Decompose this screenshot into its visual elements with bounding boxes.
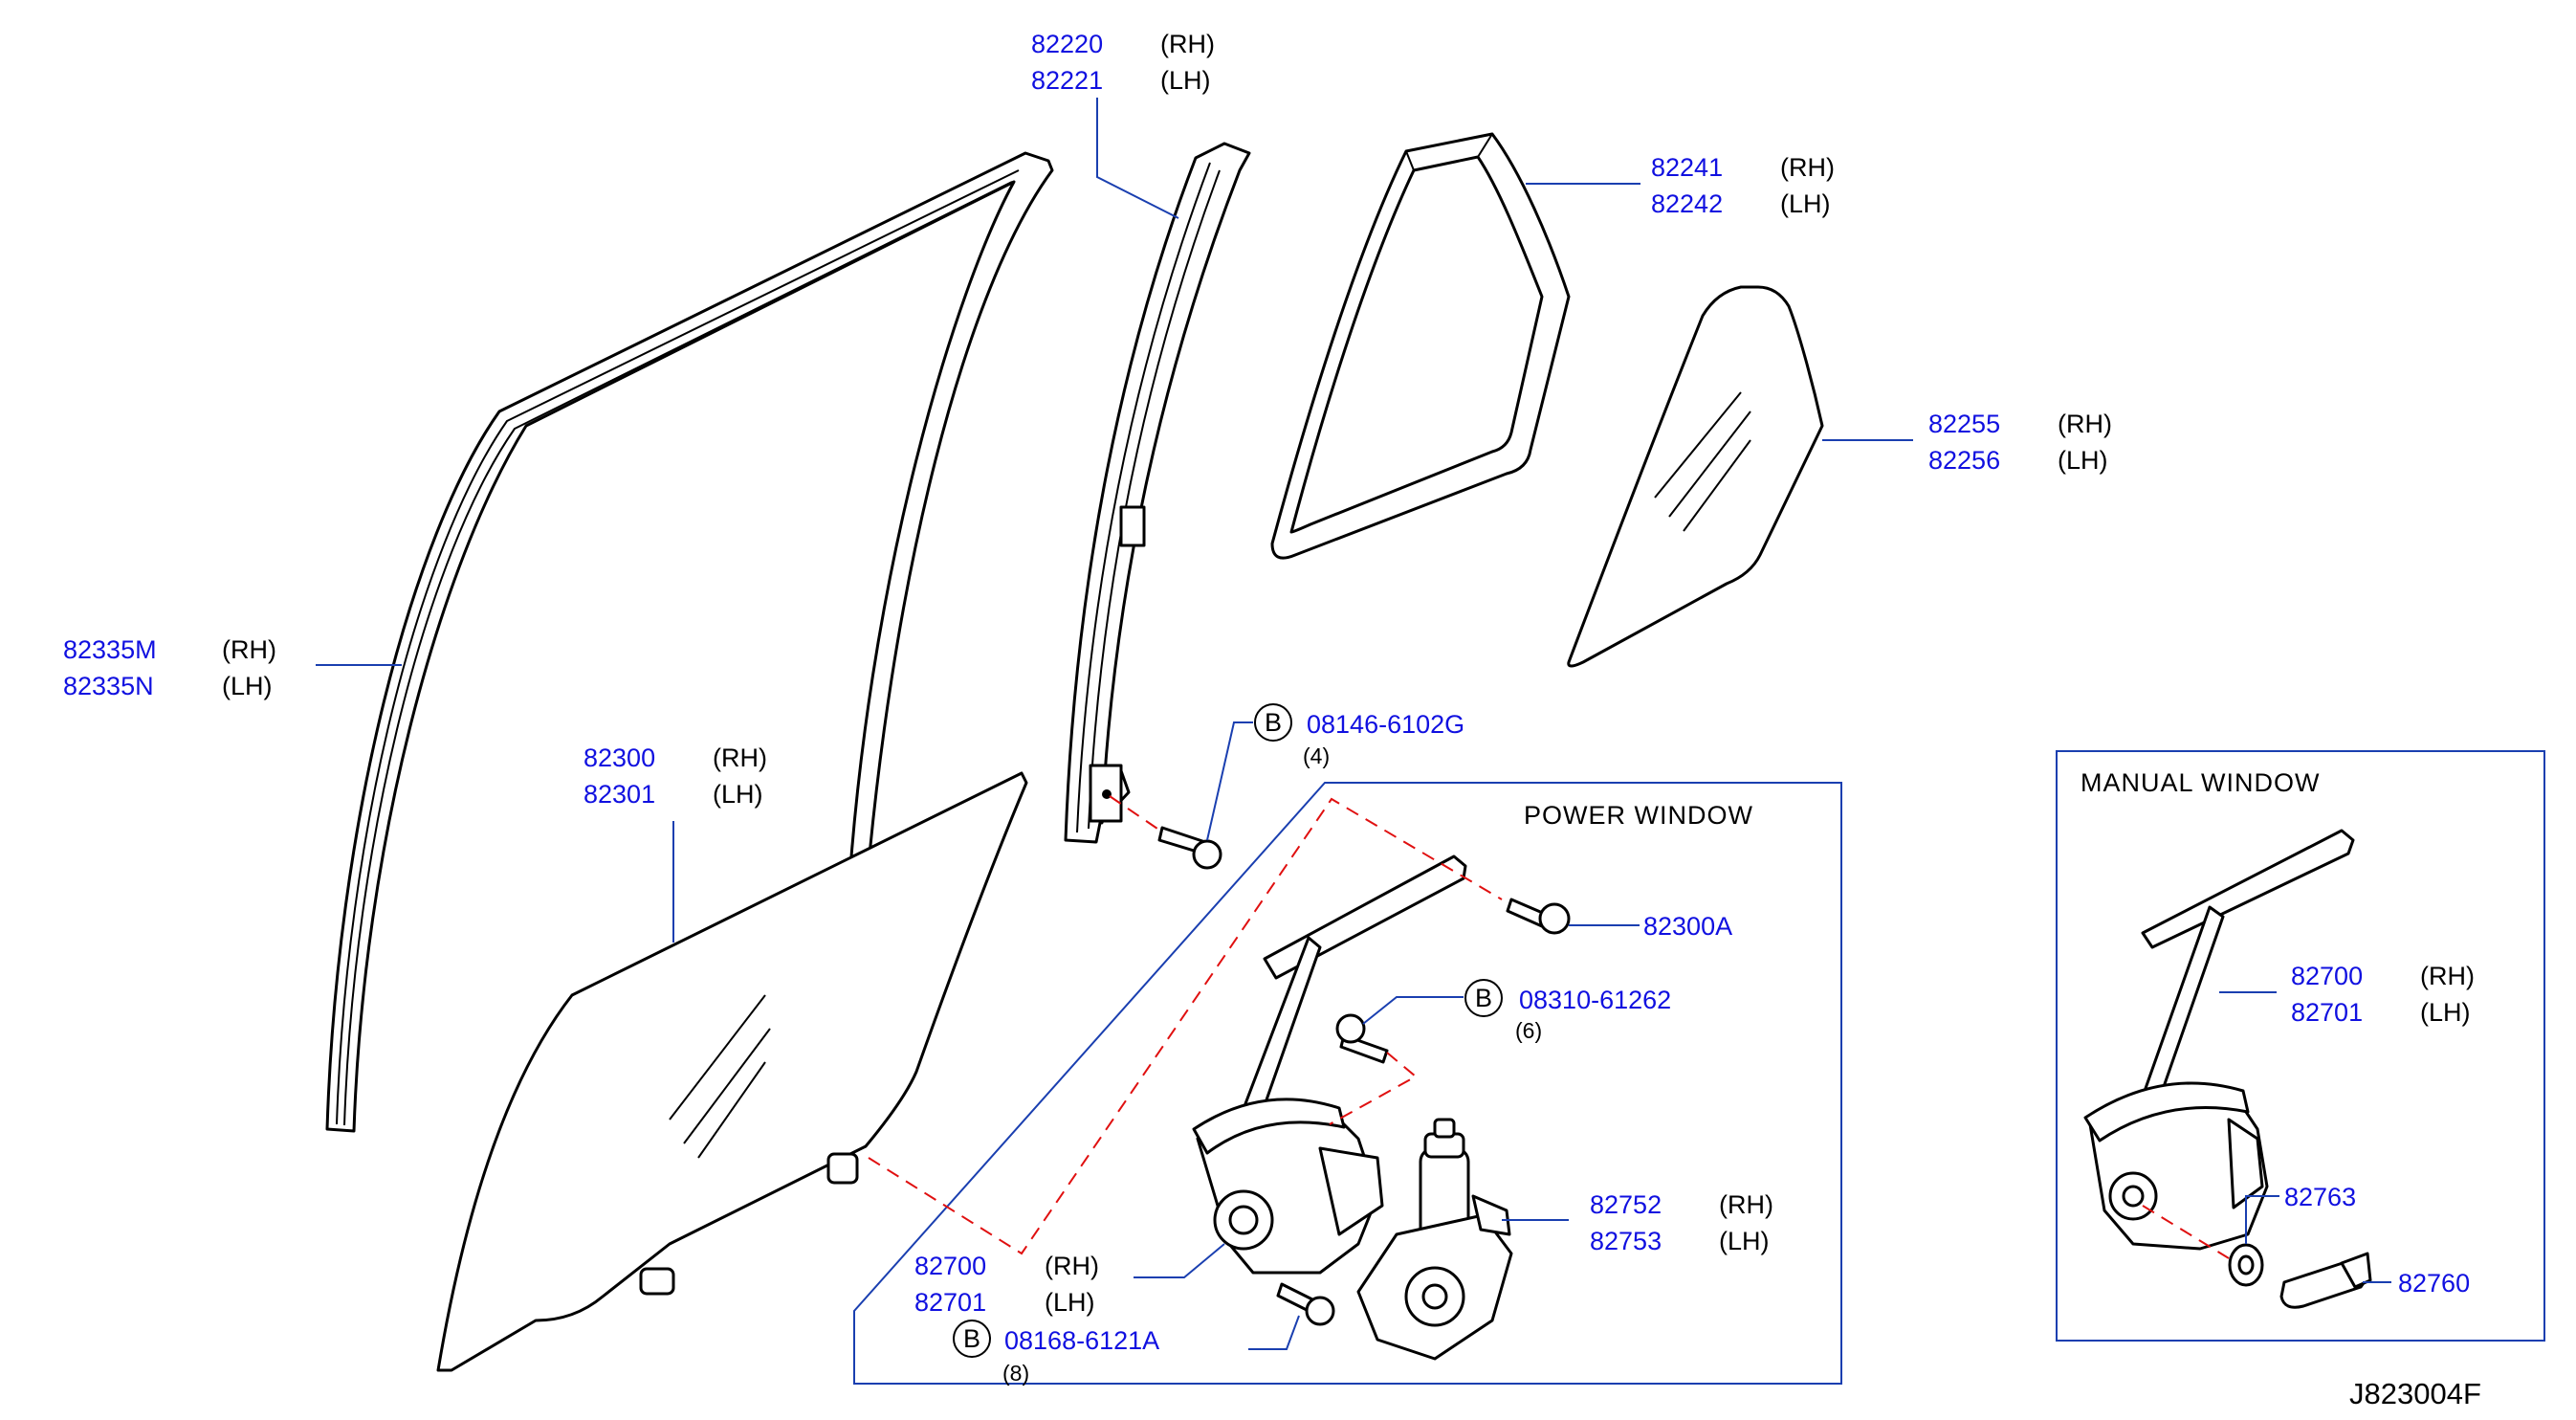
leader-08168 (1248, 1315, 1300, 1350)
quantity: (4) (1303, 743, 1330, 768)
bolt-badge: B (1475, 984, 1492, 1012)
part-number-82753[interactable]: 82753 (1590, 1227, 1662, 1255)
part-number-08146[interactable]: 08146-6102G (1307, 710, 1464, 739)
leader-82763 (2245, 1195, 2279, 1244)
quantity: (8) (1002, 1361, 1029, 1386)
quantity: (6) (1515, 1018, 1542, 1043)
part-number-82256[interactable]: 82256 (1928, 446, 2000, 475)
part-number-82241[interactable]: 82241 (1651, 153, 1723, 182)
part-number-82760[interactable]: 82760 (2398, 1269, 2470, 1298)
leader-08146 (1206, 721, 1253, 841)
side-rh: (RH) (1780, 153, 1835, 182)
bolt-badge-circle (1464, 979, 1503, 1017)
label-82760: 82760 (2398, 1269, 2470, 1298)
label-82255: 82255 (RH) 82256 (LH) (1928, 410, 2112, 475)
bolt-08310-part (1335, 1013, 1389, 1064)
part-number-08310[interactable]: 08310-61262 (1519, 986, 1671, 1014)
leader-08310 (1362, 996, 1464, 1025)
power-regulator-part (1192, 854, 1467, 1275)
side-lh: (LH) (1160, 66, 1211, 95)
side-rh: (RH) (713, 743, 767, 772)
part-number-82335N[interactable]: 82335N (63, 672, 154, 700)
quarter-glass-part (1567, 285, 1824, 668)
door-glass-part (436, 771, 1028, 1372)
manual-window-header: MANUAL WINDOW (2081, 768, 2321, 797)
dashed-line-manual (2142, 1205, 2230, 1259)
bolt-08146-part (1157, 826, 1222, 870)
label-82300: 82300 (RH) 82301 (LH) (583, 743, 767, 809)
diagram-code: J823004F (2349, 1377, 2481, 1410)
label-82763: 82763 (2284, 1183, 2356, 1211)
power-window-header: POWER WINDOW (1524, 801, 1753, 830)
part-number-82700[interactable]: 82700 (914, 1252, 986, 1280)
bolt-badge-circle (1254, 703, 1292, 742)
window-handle-part (2279, 1252, 2372, 1309)
side-rh: (RH) (2058, 410, 2112, 438)
bolt-08168-part (1276, 1282, 1335, 1326)
label-08168: B 08168-6121A (8) (953, 1320, 1159, 1386)
bolt-badge-circle (953, 1320, 991, 1358)
dashed-line-regulator (1329, 1052, 1418, 1125)
label-82700-power: 82700 (RH) 82701 (LH) (914, 1252, 1099, 1317)
side-lh: (LH) (2058, 446, 2108, 475)
part-number-82300A[interactable]: 82300A (1643, 912, 1732, 941)
label-82300A: 82300A (1643, 912, 1732, 941)
part-number-82300[interactable]: 82300 (583, 743, 655, 772)
label-08310: B 08310-61262 (6) (1464, 979, 1671, 1043)
label-82220: 82220 (RH) 82221 (LH) (1031, 30, 1215, 95)
side-lh: (LH) (1780, 189, 1831, 218)
window-motor-part (1356, 1118, 1513, 1361)
side-lh: (LH) (713, 780, 763, 809)
handle-washer-part (2228, 1243, 2264, 1287)
side-lh: (LH) (2420, 998, 2471, 1027)
bolt-82300A-part (1506, 898, 1571, 935)
part-number-82242[interactable]: 82242 (1651, 189, 1723, 218)
dashed-line-glass-bolt (1109, 795, 1158, 830)
part-number-82700[interactable]: 82700 (2291, 962, 2363, 990)
part-number-82763[interactable]: 82763 (2284, 1183, 2356, 1211)
label-82700-manual: 82700 (RH) 82701 (LH) (2291, 962, 2475, 1027)
part-number-82255[interactable]: 82255 (1928, 410, 2000, 438)
side-lh: (LH) (1719, 1227, 1770, 1255)
part-number-82335M[interactable]: 82335M (63, 635, 157, 664)
side-rh: (RH) (1719, 1190, 1773, 1219)
manual-window-box (2056, 750, 2545, 1342)
part-number-82221[interactable]: 82221 (1031, 66, 1103, 95)
part-number-82301[interactable]: 82301 (583, 780, 655, 809)
bolt-badge: B (1265, 708, 1282, 737)
dashed-line-power-loop (868, 797, 1503, 1255)
power-window-box (853, 782, 1842, 1385)
part-number-82701[interactable]: 82701 (2291, 998, 2363, 1027)
leader-82700-power (1134, 1243, 1225, 1278)
label-82752: 82752 (RH) 82753 (LH) (1590, 1190, 1773, 1255)
bolt-badge: B (963, 1324, 980, 1353)
division-sash-part (1064, 142, 1251, 844)
part-number-08168[interactable]: 08168-6121A (1004, 1326, 1159, 1355)
weatherstrip-part (1270, 132, 1571, 560)
side-lh: (LH) (222, 672, 273, 700)
part-number-82752[interactable]: 82752 (1590, 1190, 1662, 1219)
label-08146: B 08146-6102G (4) (1254, 703, 1464, 768)
leader-82220 (1096, 98, 1179, 219)
side-lh: (LH) (1045, 1288, 1095, 1317)
side-rh: (RH) (222, 635, 276, 664)
side-rh: (RH) (1045, 1252, 1099, 1280)
label-82335: 82335M (RH) 82335N (LH) (63, 635, 276, 700)
side-rh: (RH) (2420, 962, 2475, 990)
label-82241: 82241 (RH) 82242 (LH) (1651, 153, 1835, 218)
side-rh: (RH) (1160, 30, 1215, 58)
part-number-82220[interactable]: 82220 (1031, 30, 1103, 58)
part-number-82701[interactable]: 82701 (914, 1288, 986, 1317)
